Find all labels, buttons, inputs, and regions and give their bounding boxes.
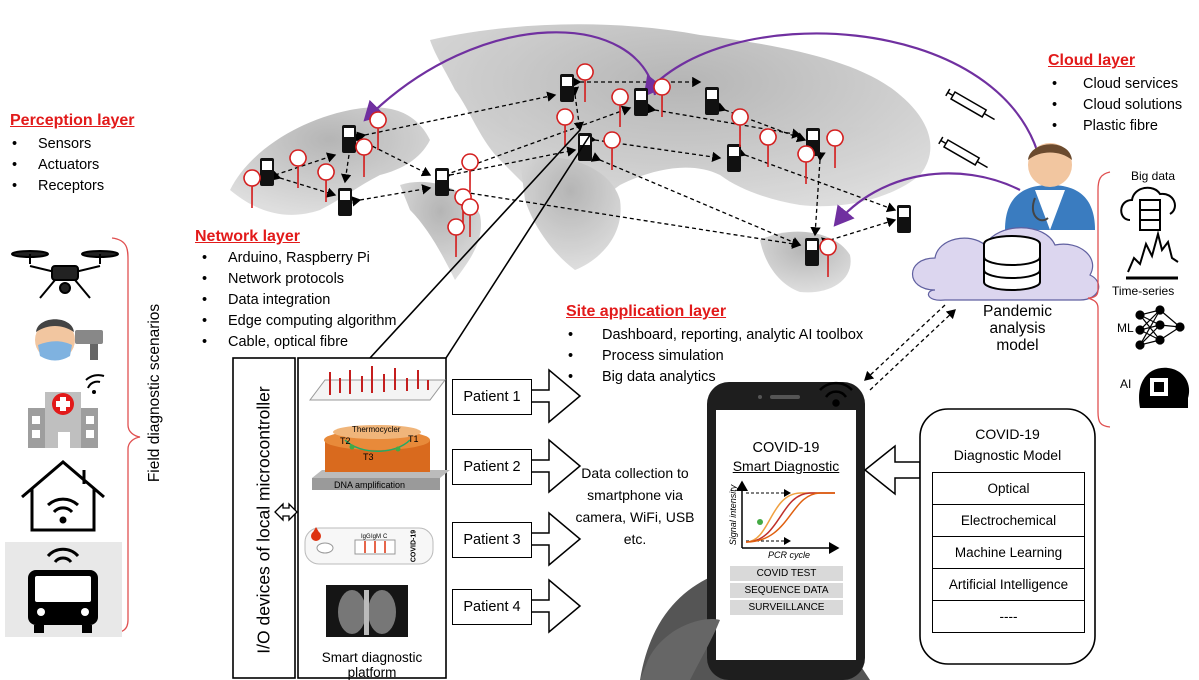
chest-xray-icon [326, 585, 408, 637]
phone-nodes [260, 74, 911, 266]
cassette-covid-label: COVID-19 [410, 529, 418, 563]
syringe-icons [938, 88, 995, 169]
perception-layer-title: Perception layer [10, 112, 135, 129]
pcr-plot-icon [309, 366, 446, 401]
list-item: Process simulation [566, 346, 863, 367]
cloud-bracket [1087, 171, 1111, 428]
t3-label: T3 [363, 452, 374, 462]
model-item: Artificial Intelligence [933, 569, 1084, 601]
ml-network-icon [1135, 305, 1185, 350]
model-to-phone-arrows [863, 444, 921, 496]
rapid-test-cassette-icon [304, 527, 434, 565]
ai-label: AI [1120, 377, 1132, 391]
list-item: Cable, optical fibre [200, 332, 396, 353]
time-series-label: Time-series [1112, 284, 1175, 298]
ai-head-icon [1139, 367, 1190, 408]
hospital-icon [28, 374, 105, 448]
list-item: Big data analytics [566, 367, 863, 388]
site-application-layer-list: Dashboard, reporting, analytic AI toolbo… [566, 325, 863, 388]
list-item: Receptors [10, 176, 104, 197]
platform-frame [232, 129, 591, 679]
cassette-igm-label: IgM [371, 534, 382, 540]
model-item: ---- [933, 601, 1084, 633]
t1-label: T1 [408, 434, 419, 444]
list-item: Data integration [200, 290, 396, 311]
phone-subtitle: Smart Diagnostic [732, 458, 840, 474]
temperature-screening-icon [35, 319, 103, 361]
cassette-c-label: C [383, 534, 388, 540]
patient-box: Patient 1 [452, 379, 532, 415]
phone-y-axis-label: Signal intensity [728, 484, 738, 546]
network-layer-list: Arduino, Raspberry Pi Network protocols … [200, 248, 396, 353]
diagnostic-model-list: Optical Electrochemical Machine Learning… [932, 472, 1085, 633]
cloud-phone-link [864, 304, 956, 391]
data-collection-text: Data collection to smartphone via camera… [575, 465, 695, 547]
dna-amplification-label: DNA amplification [334, 480, 406, 490]
phone-title: COVID-19 [752, 440, 820, 456]
site-application-layer-title: Site application layer [566, 303, 727, 320]
covid-test-button[interactable]: COVID TEST [730, 566, 843, 581]
list-item: Sensors [10, 134, 104, 155]
cloud-layer-list: Cloud services Cloud solutions Plastic f… [1050, 74, 1182, 137]
list-item: Arduino, Raspberry Pi [200, 248, 396, 269]
list-item: Network protocols [200, 269, 396, 290]
location-pins [243, 63, 844, 278]
smart-home-icon [21, 460, 105, 532]
model-item: Machine Learning [933, 537, 1084, 569]
diagnostic-model-title: COVID-19 Diagnostic Model [953, 426, 1062, 463]
big-data-label: Big data [1131, 169, 1176, 183]
drone-icon [11, 250, 119, 299]
cloud-layer-title: Cloud layer [1048, 52, 1136, 69]
pandemic-model-label: Pandemic analysis model [983, 303, 1052, 354]
phone-pcr-chart [736, 480, 840, 554]
time-series-icon [1126, 230, 1179, 280]
cassette-igg-label: IgG [361, 534, 371, 540]
model-item: Electrochemical [933, 505, 1084, 537]
phone-x-axis-label: PCR cycle [768, 550, 811, 560]
doctor-icon [1005, 143, 1095, 230]
big-data-icon [1120, 186, 1176, 231]
patient-box: Patient 2 [452, 449, 532, 485]
list-item: Edge computing algorithm [200, 311, 396, 332]
sequence-data-button[interactable]: SEQUENCE DATA [730, 583, 843, 598]
patient-box: Patient 4 [452, 589, 532, 625]
pandemic-cloud [911, 227, 1100, 301]
t2-label: T2 [340, 436, 351, 446]
patient-arrows [532, 368, 582, 634]
list-item: Actuators [10, 155, 104, 176]
cloud-arrows [363, 31, 1042, 227]
network-layer-title: Network layer [195, 228, 300, 245]
list-item: Dashboard, reporting, analytic AI toolbo… [566, 325, 863, 346]
list-item: Plastic fibre [1050, 116, 1182, 137]
ml-label: ML [1117, 321, 1134, 335]
perception-layer-list: Sensors Actuators Receptors [10, 134, 104, 197]
list-item: Cloud services [1050, 74, 1182, 95]
platform-caption: Smart diagnostic platform [321, 650, 423, 680]
io-double-arrow [274, 502, 298, 522]
thermocycler-icon [312, 425, 450, 490]
network-links [265, 76, 897, 249]
patient-box: Patient 3 [452, 522, 532, 558]
list-item: Cloud solutions [1050, 95, 1182, 116]
model-item: Optical [933, 473, 1084, 505]
surveillance-button[interactable]: SURVEILLANCE [730, 600, 843, 615]
io-devices-label: I/O devices of local microcontroller [253, 386, 274, 654]
scenarios-bracket [111, 237, 141, 634]
thermocycler-label: Thermocycler [352, 425, 401, 434]
bus-icon [5, 542, 122, 637]
field-scenarios-label: Field diagnostic scenarios [146, 303, 163, 483]
